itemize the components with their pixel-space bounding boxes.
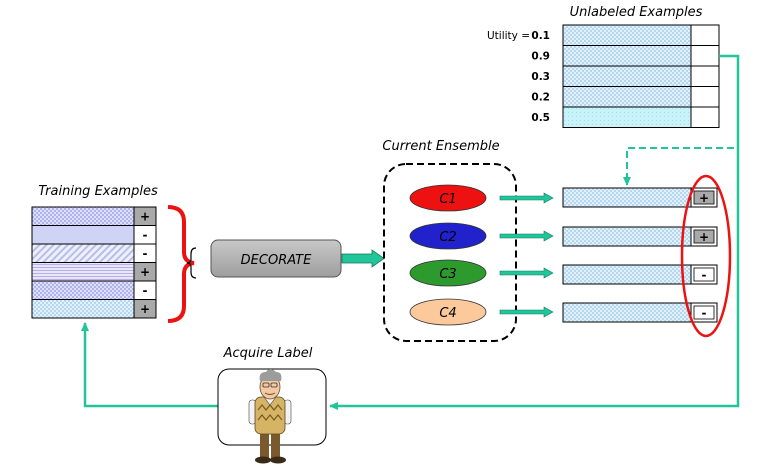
utility-prefix: Utility =	[487, 30, 530, 42]
classifier-label: C3	[439, 267, 456, 282]
utility-value: 0.2	[531, 92, 550, 104]
decorate-box	[210, 239, 342, 278]
training-label: -	[143, 247, 148, 261]
classifier-ellipse	[409, 298, 487, 326]
decorate-label: DECORATE	[241, 253, 312, 268]
classifier-label: C1	[439, 192, 456, 207]
training-label-cell	[133, 299, 157, 319]
utility-value: 0.3	[531, 71, 550, 83]
training-label: +	[140, 210, 150, 224]
classifier-label: C4	[439, 306, 456, 321]
classifier-to-prediction-arrow	[499, 267, 554, 279]
unlabeled-to-ensemble-dashed-arrow	[623, 147, 734, 186]
training-row	[31, 262, 135, 282]
unlabeled-label-cell	[690, 106, 720, 128]
training-row	[31, 299, 135, 319]
unlabeled-label-cell	[690, 24, 720, 46]
unlabeled-label-cell	[690, 45, 720, 67]
unlabeled-row	[562, 86, 692, 108]
predicted-labels-highlight	[680, 174, 732, 338]
classifier-to-prediction-arrow	[499, 230, 554, 242]
utility-value: 0.9	[531, 51, 550, 63]
training-title: Training Examples	[38, 184, 158, 199]
unlabeled-label-cell	[690, 65, 720, 87]
prediction-label-box	[693, 305, 715, 320]
utility-value: 0.1	[531, 30, 550, 42]
unlabeled-to-acquire-arrow	[329, 54, 740, 410]
grouping-brace-icon	[186, 247, 197, 279]
ensemble-title: Current Ensemble	[382, 139, 499, 154]
unlabeled-row	[562, 106, 692, 128]
prediction-row	[562, 187, 692, 208]
training-row	[31, 225, 135, 245]
prediction-label-box	[693, 190, 715, 205]
classifier-ellipse	[409, 184, 487, 212]
prediction-table: + + - -	[562, 187, 718, 323]
utility-value: 0.5	[531, 112, 550, 124]
classifier-to-prediction-arrow	[499, 306, 554, 318]
unlabeled-row	[562, 65, 692, 87]
prediction-label-box	[693, 267, 715, 282]
prediction-label: -	[702, 268, 707, 282]
prediction-label: +	[699, 191, 709, 205]
training-label: -	[143, 228, 148, 242]
training-brace	[167, 205, 195, 323]
ensemble-box	[383, 163, 517, 342]
training-row	[31, 280, 135, 300]
unlabeled-row	[562, 45, 692, 67]
prediction-row	[562, 226, 692, 247]
human-oracle-icon	[248, 369, 292, 464]
training-label: +	[140, 265, 150, 279]
training-label: +	[140, 302, 150, 316]
acquire-title: Acquire Label	[223, 346, 313, 361]
unlabeled-label-cell	[690, 86, 720, 108]
training-table: + - - + - +	[31, 206, 157, 319]
classifier-ellipse	[409, 222, 487, 250]
classifier-to-prediction-arrow	[499, 192, 554, 204]
classifier-ellipse	[409, 259, 487, 287]
training-label: -	[143, 284, 148, 298]
prediction-row	[562, 302, 692, 323]
classifier-label: C2	[439, 230, 456, 245]
prediction-row	[562, 264, 692, 285]
decorate-to-ensemble-arrow	[341, 249, 385, 268]
training-row	[31, 206, 135, 226]
unlabeled-title: Unlabeled Examples	[570, 5, 703, 20]
acquire-to-training-arrow	[81, 322, 218, 408]
training-row	[31, 243, 135, 263]
prediction-label: +	[699, 230, 709, 244]
unlabeled-row	[562, 24, 692, 46]
prediction-label-box	[693, 229, 715, 244]
prediction-label: -	[702, 306, 707, 320]
